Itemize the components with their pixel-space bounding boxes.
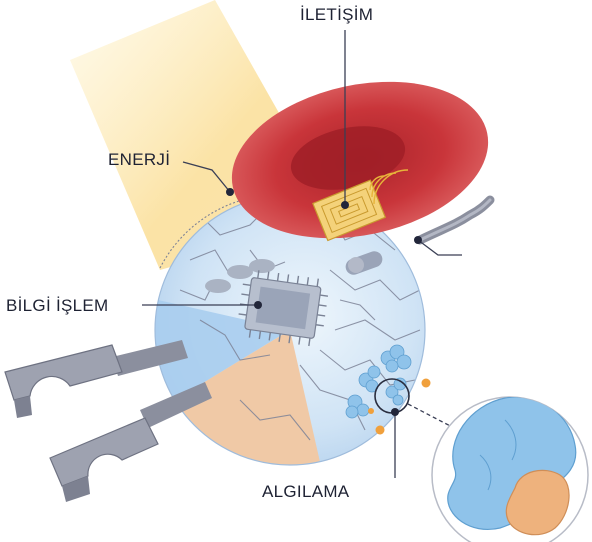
gripper-arm-icon — [4, 340, 212, 502]
antenna-coil-icon — [312, 179, 387, 242]
label-computation: BİLGİ İŞLEM — [6, 296, 109, 315]
red-blood-cell-icon — [231, 81, 489, 239]
signal-wave-icon — [369, 169, 409, 205]
label-energy: ENERJİ — [108, 150, 170, 169]
particle-icon — [368, 378, 431, 435]
microchip-icon — [238, 270, 329, 347]
label-sensing: ALGILAMA — [262, 482, 350, 501]
callout-sensing — [391, 408, 399, 478]
callout-tail — [414, 236, 462, 256]
capsule-icon — [205, 259, 275, 293]
callout-computation — [142, 301, 262, 309]
mechanical-part-icon — [345, 251, 383, 275]
protein-receptor-icon — [345, 344, 412, 419]
label-communication: İLETİŞİM — [300, 5, 373, 24]
magnified-protein-icon — [431, 396, 589, 542]
callout-communication — [341, 30, 349, 209]
callout-energy — [182, 161, 234, 196]
